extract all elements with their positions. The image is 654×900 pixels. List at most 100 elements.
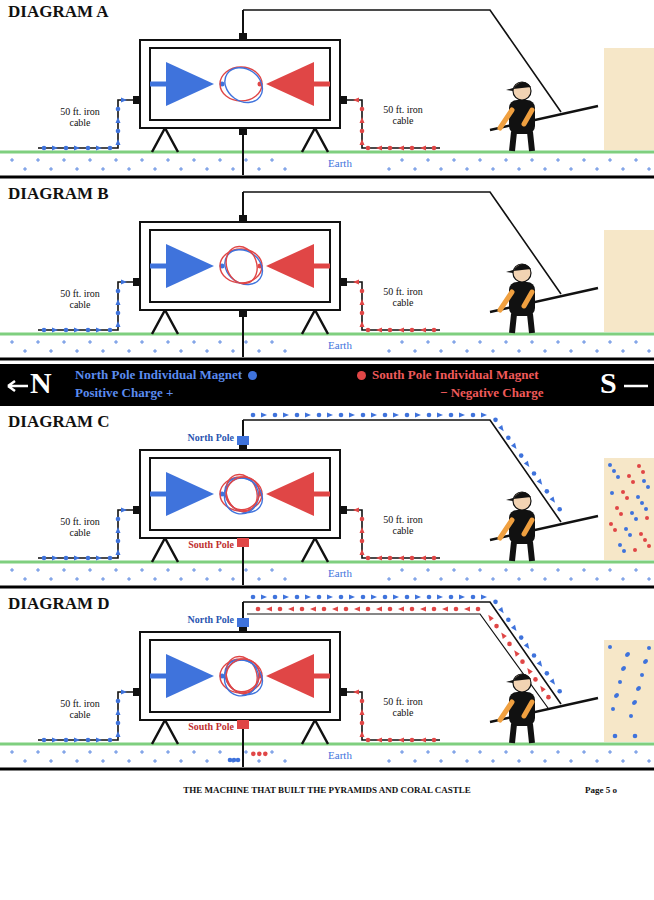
left-cable-arrow [116,527,121,533]
top-flow-arrow [524,461,532,469]
right-cable-arrow [398,556,404,561]
stand-leg [302,720,328,744]
top-wire [243,420,561,522]
label: 50 ft. iron cable [49,288,111,310]
wall-dot [639,532,643,536]
earth-plus [647,759,651,763]
left-cable-dot [116,699,121,704]
earth-plus [88,750,92,754]
stand-leg [152,128,178,152]
earth-plus [452,750,456,754]
top-flow-dot [449,413,454,418]
right-cable-dot [360,311,365,316]
top-flow-arrow [481,413,487,418]
arms [500,292,532,310]
right-cable-arrow [398,146,404,151]
earth-plus [218,158,222,162]
label: N [30,366,52,399]
right-cable-arrow [376,738,382,743]
earth-plus [10,158,14,162]
top-flow-arrow [498,607,506,615]
stand-leg [302,310,328,334]
earth-plus [49,577,53,581]
label: Earth [325,339,355,351]
earth-plus [153,349,157,353]
earth-plus [543,759,547,763]
left-cable-dot [108,146,113,151]
return-flow-dot [256,607,261,612]
pole-plug [239,215,247,222]
magnet-bar [314,492,330,497]
legs [512,724,532,743]
magnet-bar [150,82,166,87]
earth-plus [270,568,274,572]
left-cable-arrow [96,738,102,743]
flux-swirl [218,243,269,292]
top-flow-dot [471,595,476,600]
earth-plus [543,577,547,581]
body [509,510,535,544]
earth-plus [647,577,651,581]
machine-housing [140,222,340,310]
wall-dot [632,701,636,705]
earth-plus [530,340,534,344]
right-cable-dot [366,556,371,561]
top-flow-dot [532,471,537,476]
wall [604,48,654,150]
top-flow-dot [317,413,322,418]
panel-C [0,413,654,588]
earth-plus [192,568,196,572]
blue-magnet [166,62,214,106]
earth-plus [465,167,469,171]
earth-plus [634,340,638,344]
left-cable-arrow [74,328,80,333]
top-flow-arrow [371,595,377,600]
earth-plus [270,340,274,344]
earth-plus [478,158,482,162]
earth-plus [244,158,248,162]
right-cable-arrow [398,738,404,743]
earth-plus [478,340,482,344]
earth-plus [452,568,456,572]
wall-dot [616,475,620,479]
earth-plus [101,167,105,171]
left-cable-arrow [52,738,58,743]
operator-figure [490,674,598,743]
earth-plus [166,340,170,344]
right-cable-arrow [376,146,382,151]
legs [512,132,532,151]
wall-dot [615,506,619,510]
wall [604,640,654,742]
top-flow-arrow [283,413,289,418]
earth-plus [439,167,443,171]
earth-plus [647,167,651,171]
earth-plus [582,158,586,162]
top-wire [243,192,561,294]
earth-plus [426,340,430,344]
earth-plus [49,759,53,763]
left-cable-dot [64,738,69,743]
earth-plus [517,349,521,353]
top-flow-arrow [459,413,465,418]
wall-dot [636,495,640,499]
left-cable-arrow [96,328,102,333]
right-cable-dot [410,738,415,743]
wall-dot [634,517,638,521]
top-flow-arrow [524,643,532,651]
left-cable-arrow [52,146,58,151]
left-cable-dot [42,328,47,333]
wall-dot [629,714,633,718]
pole-plug [239,33,247,40]
right-cable-arrow [420,556,426,561]
earth-plus [426,750,430,754]
top-flow-dot [273,413,278,418]
earth-plus [75,349,79,353]
right-cable-wire [344,282,440,330]
earth-plus [621,577,625,581]
earth-plus [231,349,235,353]
wall-dot [643,660,647,664]
wall-dot [637,686,641,690]
top-flow-arrow [327,595,333,600]
right-cable-dot [366,738,371,743]
panel-B [0,192,654,359]
